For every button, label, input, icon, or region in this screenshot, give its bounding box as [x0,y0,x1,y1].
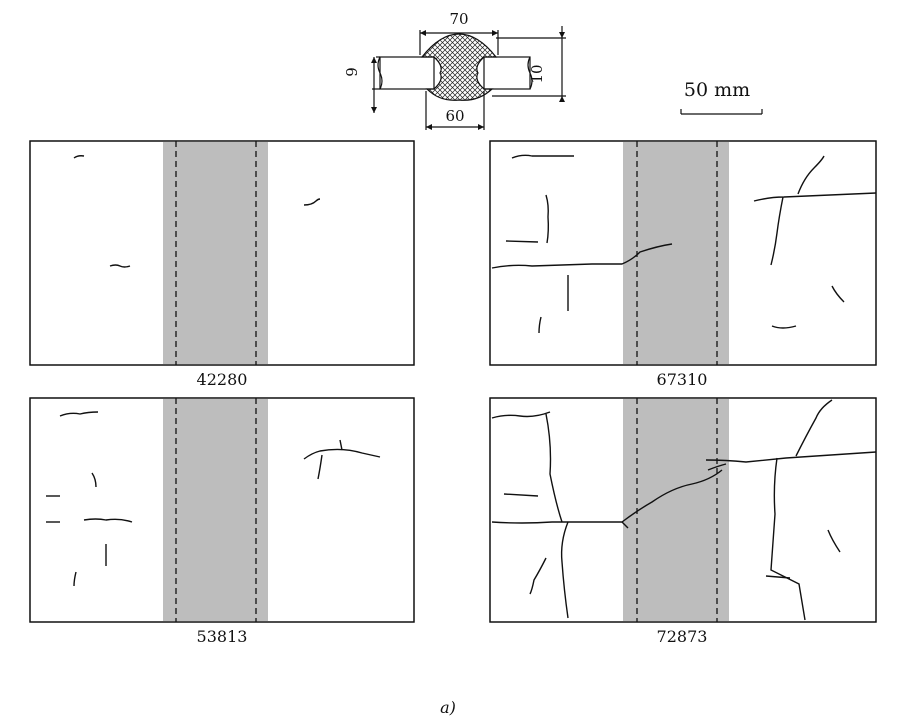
panel-label: 67310 [657,370,708,389]
dim-label-bottom: 60 [445,107,464,125]
plate-break-left [377,56,383,90]
crack-paths [46,411,381,587]
panel-label: 53813 [197,627,248,646]
crack-paths [491,399,877,621]
scale-bar-label: 50 mm [684,79,750,101]
dim-label-right: 10 [528,64,546,83]
panel-label: 42280 [197,370,248,389]
specimen-panel-53813 [29,397,415,623]
weld-bead [420,33,498,101]
left-plate [379,56,435,90]
weld-zone [163,398,268,622]
scale-bar [680,109,763,115]
dim-label-left: 9 [343,67,361,77]
weld-zone [623,141,729,365]
specimen-panel-67310 [489,140,877,366]
dim-label-top: 70 [449,10,468,28]
right-plate [483,56,531,90]
weld-cross-section-detail [371,26,566,130]
crack-paths [491,154,877,334]
specimen-panel-72873 [489,397,877,623]
weld-zone [623,398,729,622]
crack-paths [73,155,321,268]
figure-caption: a) [440,698,456,717]
weld-zone [163,141,268,365]
specimen-panel-42280 [29,140,415,366]
panel-label: 72873 [657,627,708,646]
plate-break-right [527,56,533,90]
